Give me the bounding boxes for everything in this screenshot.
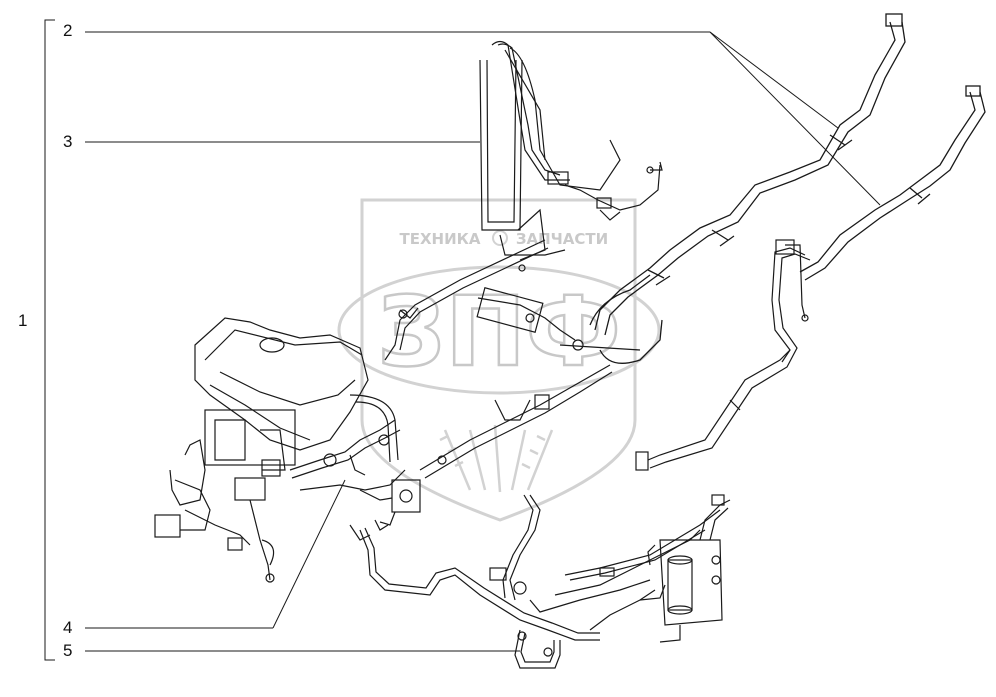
callout-3: 3	[63, 132, 73, 151]
oil-tank	[194, 317, 369, 451]
watermark-ring	[337, 265, 661, 395]
wheat-ear-icon	[439, 424, 554, 493]
callout-2: 2	[63, 21, 73, 40]
assembly-bracket	[44, 19, 55, 661]
watermark-logo: ЗПФ ТЕХНИКА ЗАПЧАСТИ	[337, 198, 661, 522]
watermark-left-word: ТЕХНИКА	[399, 230, 480, 248]
lower-valve-block	[349, 364, 613, 541]
right-hose-pair	[559, 13, 986, 364]
leader-2a	[709, 31, 881, 206]
filter-assembly	[639, 494, 731, 643]
watermark-gear-icon	[492, 230, 508, 246]
center-pipe-run	[384, 239, 584, 361]
bottom-pipe-run	[359, 494, 721, 669]
callout-4: 4	[63, 618, 73, 637]
leader-4a	[272, 479, 346, 629]
upper-pipe-bundle	[479, 40, 663, 261]
watermark-monogram: ЗПФ	[377, 276, 621, 388]
watermark-right-word: ЗАПЧАСТИ	[516, 230, 608, 248]
right-steel-pipe	[635, 239, 811, 471]
callout-leaders	[44, 19, 881, 661]
callout-5: 5	[63, 641, 73, 660]
left-assembly	[154, 317, 406, 583]
watermark-shield	[360, 198, 637, 522]
callout-1: 1	[18, 311, 28, 330]
leader-2b	[709, 31, 839, 129]
